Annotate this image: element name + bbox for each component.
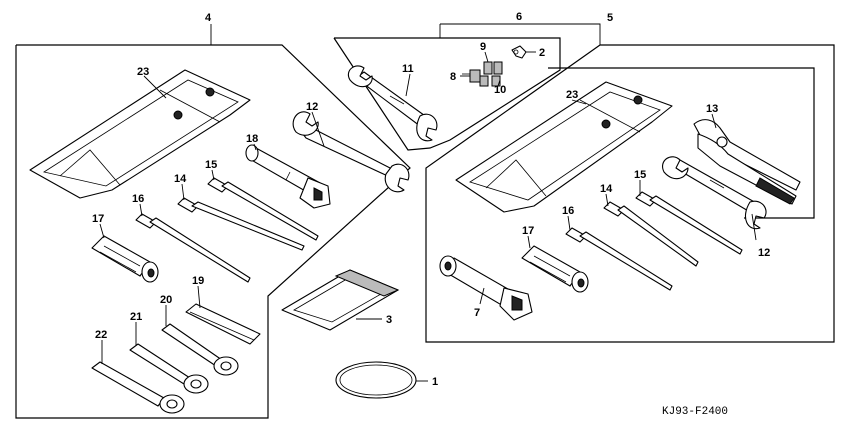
- label-11: 11: [402, 63, 414, 75]
- label-8: 8: [450, 71, 456, 83]
- tool-bag-right: [455, 81, 673, 213]
- label-2: 2: [539, 47, 545, 59]
- box-spanner-7: [439, 255, 533, 321]
- label-16-left: 16: [132, 193, 144, 205]
- pin-spanner-21: [129, 343, 209, 394]
- label-17-right: 17: [522, 225, 534, 237]
- label-19: 19: [192, 275, 204, 287]
- pin-spanner-22: [91, 361, 185, 414]
- spanner-12-right: [662, 156, 767, 230]
- label-15-right: 15: [634, 169, 646, 181]
- label-12-right: 12: [758, 247, 770, 259]
- label-1: 1: [432, 376, 438, 388]
- leader-lines: [99, 24, 757, 382]
- label-3: 3: [386, 314, 392, 326]
- label-10: 10: [494, 84, 506, 96]
- label-15-left: 15: [205, 159, 217, 171]
- left-kit-frame: [15, 44, 411, 419]
- diagram-code: KJ93-F2400: [662, 406, 728, 418]
- label-21: 21: [130, 311, 142, 323]
- screwdriver-16-left: [135, 213, 251, 283]
- label-17-left: 17: [92, 213, 104, 225]
- screwdriver-handle-17-right: [521, 245, 589, 293]
- screwdriver-handle-17-left: [91, 235, 159, 283]
- label-20: 20: [160, 294, 172, 306]
- spanner-12-left: [292, 111, 410, 193]
- pin-spanner-20: [161, 323, 239, 376]
- screwdriver-15-right: [635, 191, 743, 255]
- label-23-left: 23: [137, 66, 149, 78]
- fuse-9: [483, 61, 503, 75]
- label-14-left: 14: [174, 173, 187, 185]
- label-13: 13: [706, 103, 718, 115]
- label-23-right: 23: [566, 89, 578, 101]
- right-kit-frame: [425, 44, 835, 343]
- screwdriver-15-left: [207, 177, 319, 241]
- tool-pouch-3: [281, 269, 400, 331]
- spanner-11: [347, 65, 438, 142]
- label-18: 18: [246, 133, 258, 145]
- band-1: [335, 361, 417, 399]
- part-labels: 4 6 5 23 11 12 18 15 14 16 17 19 20 21 2…: [92, 11, 770, 388]
- label-16-right: 16: [562, 205, 574, 217]
- label-12-left: 12: [306, 101, 318, 113]
- extension-bar-19: [185, 303, 261, 345]
- tool-bag-left: [29, 69, 251, 199]
- label-5: 5: [607, 12, 613, 24]
- group6-frame: [333, 23, 601, 151]
- label-14-right: 14: [600, 183, 613, 195]
- label-4: 4: [205, 12, 212, 24]
- screwdriver-14-left: [177, 197, 305, 251]
- label-9: 9: [480, 41, 486, 53]
- label-6: 6: [516, 11, 522, 23]
- fuse-puller-2: [511, 45, 527, 59]
- screwdriver-16-right: [565, 227, 673, 291]
- screwdriver-14-right: [603, 201, 699, 267]
- pliers-13: [693, 119, 801, 205]
- label-7: 7: [474, 307, 480, 319]
- box-spanner-18: [245, 144, 331, 209]
- label-22: 22: [95, 329, 107, 341]
